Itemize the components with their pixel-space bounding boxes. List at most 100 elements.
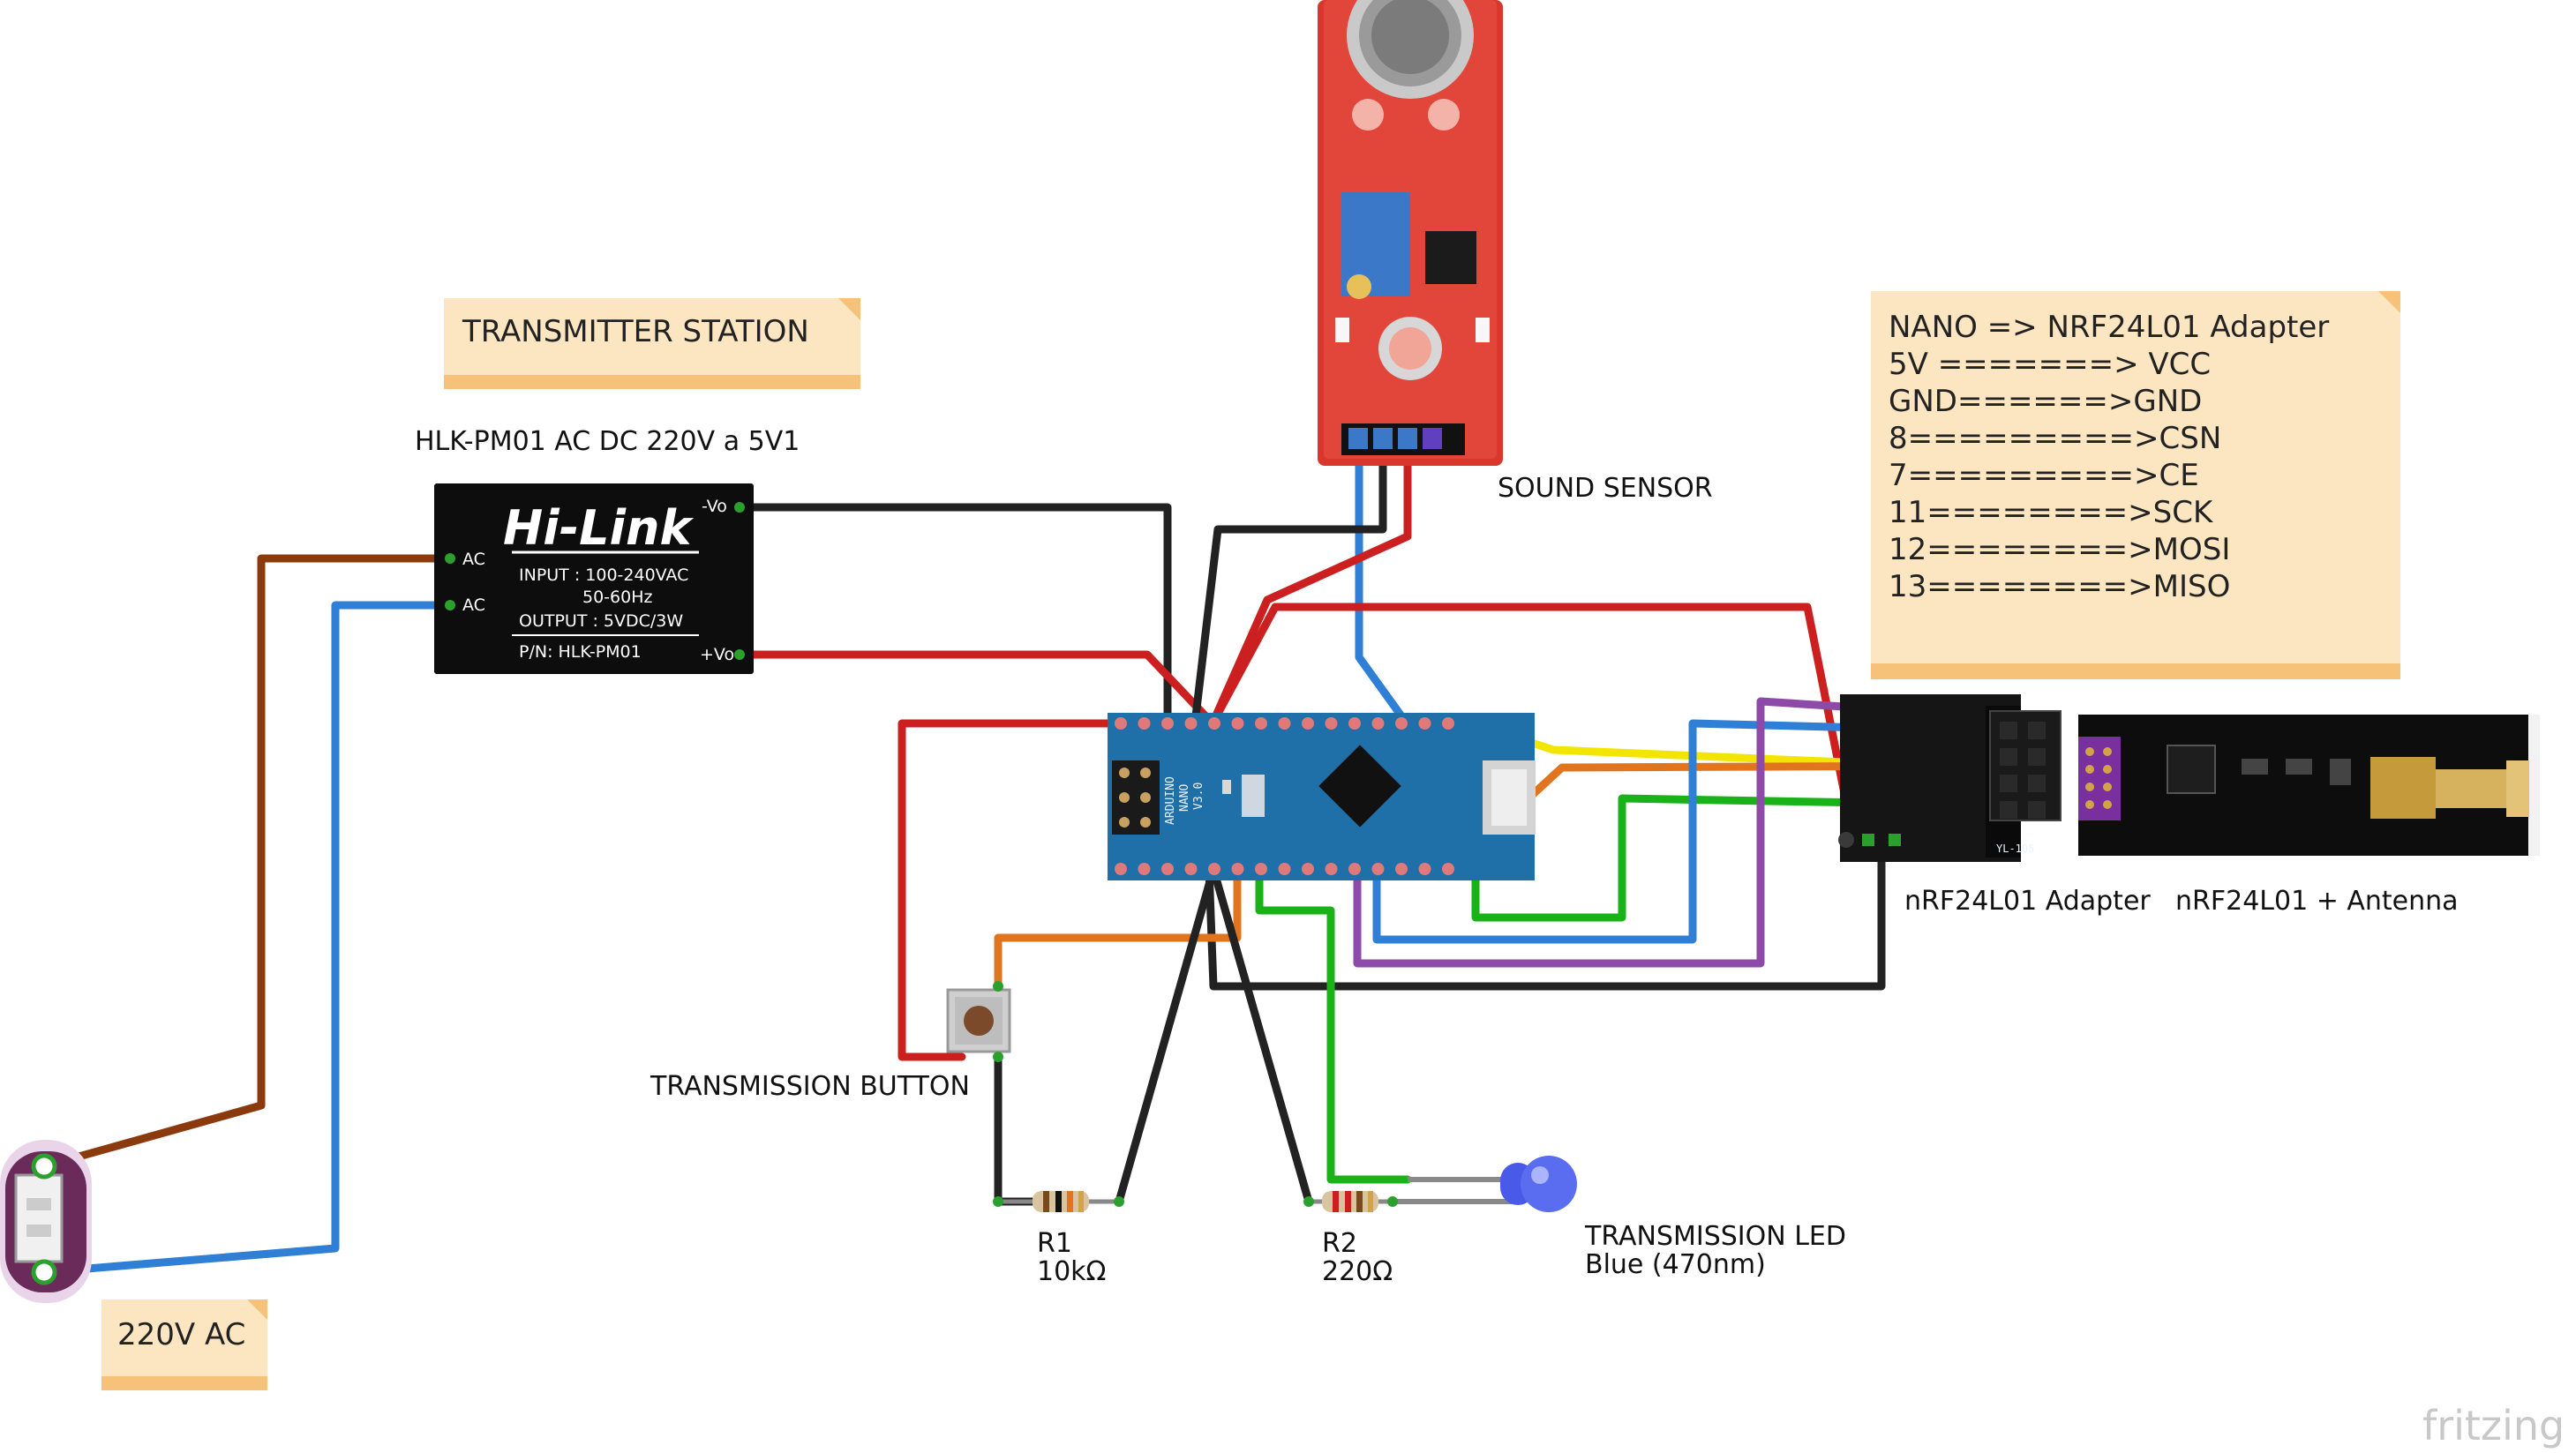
nano-pin[interactable] bbox=[1208, 717, 1220, 730]
nano-silk-1: ARDUINO bbox=[1164, 776, 1177, 825]
r1-name: R1 bbox=[1037, 1228, 1072, 1259]
pin-note-line-6: 12========>MOSI bbox=[1889, 532, 2230, 567]
wire-vo-minus-black[interactable] bbox=[735, 503, 1172, 728]
wire-green-mosi[interactable] bbox=[1471, 794, 1974, 922]
pin-ac2-label: AC bbox=[462, 595, 485, 615]
nano-pin[interactable] bbox=[1348, 863, 1361, 875]
nano-pin[interactable] bbox=[1255, 717, 1267, 730]
led-label: TRANSMISSION LED bbox=[1584, 1221, 1846, 1252]
led-lead-cathode bbox=[1393, 1187, 1515, 1204]
title-note: TRANSMITTER STATION bbox=[444, 298, 860, 389]
pin-note-line-0: NANO => NRF24L01 Adapter bbox=[1889, 310, 2329, 345]
r2-name: R2 bbox=[1322, 1228, 1357, 1259]
nrf24l01-adapter[interactable]: YL-105 nRF24L01 Adapter bbox=[1838, 694, 2151, 917]
wires bbox=[40, 432, 1974, 1277]
nano-pin[interactable] bbox=[1231, 717, 1244, 730]
arduino-nano[interactable]: ARDUINO NANO V3.0 bbox=[1108, 713, 1536, 880]
fritzing-watermark: fritzing bbox=[2422, 1402, 2565, 1449]
resistor-r1[interactable]: R1 10kΩ bbox=[993, 1191, 1124, 1287]
pin-note-line-2: GND======>GND bbox=[1889, 384, 2202, 419]
nano-pin[interactable] bbox=[1395, 863, 1408, 875]
hlk-pm01-module[interactable]: HLK-PM01 AC DC 220V a 5V1 Hi-Link INPUT … bbox=[415, 426, 800, 674]
pin-ac1-label: AC bbox=[462, 550, 485, 569]
pin-note-line-1: 5V =======> VCC bbox=[1889, 347, 2211, 382]
nano-pin[interactable] bbox=[1138, 863, 1151, 875]
led-sub: Blue (470nm) bbox=[1585, 1249, 1766, 1280]
nano-pin[interactable] bbox=[1115, 717, 1127, 730]
nano-bottom-pins bbox=[1115, 863, 1454, 875]
nano-pin[interactable] bbox=[1184, 717, 1198, 730]
sound-sensor-module[interactable]: SOUND SENSOR bbox=[1318, 0, 1713, 504]
nrf24l01-radio[interactable]: nRF24L01 + Antenna bbox=[2078, 715, 2540, 917]
nano-silk-2: NANO bbox=[1178, 784, 1191, 812]
adapter-label: nRF24L01 Adapter bbox=[1904, 886, 2151, 917]
power-module-freq: 50-60Hz bbox=[582, 588, 652, 607]
adapter-silk: YL-105 bbox=[1996, 843, 2034, 855]
power-module-brand: Hi-Link bbox=[503, 500, 694, 556]
nano-silk-3: V3.0 bbox=[1192, 783, 1205, 810]
nano-pin[interactable] bbox=[1371, 717, 1385, 730]
button-label: TRANSMISSION BUTTON bbox=[650, 1071, 970, 1102]
power-module-pn: P/N: HLK-PM01 bbox=[519, 642, 642, 662]
wire-vo-plus-red[interactable] bbox=[735, 650, 1217, 728]
title-note-text: TRANSMITTER STATION bbox=[462, 314, 809, 349]
nano-pin[interactable] bbox=[1348, 717, 1361, 730]
ac-plug[interactable] bbox=[0, 1140, 92, 1303]
wire-5v-adapter-red[interactable] bbox=[1208, 603, 1858, 843]
pin-vo-minus-label: -Vo bbox=[702, 497, 727, 516]
nano-pin[interactable] bbox=[1325, 717, 1338, 730]
wire-r1-gnd-black[interactable] bbox=[1115, 865, 1218, 1206]
transmission-led[interactable]: TRANSMISSION LED Blue (470nm) bbox=[1500, 1156, 1846, 1280]
radio-label: nRF24L01 + Antenna bbox=[2175, 886, 2459, 917]
wire-ac-blue[interactable] bbox=[40, 601, 454, 1277]
power-module-input: INPUT : 100-240VAC bbox=[519, 565, 688, 585]
nano-pin[interactable] bbox=[1371, 863, 1385, 875]
pin-note-line-5: 11========>SCK bbox=[1889, 495, 2214, 530]
wire-sensor-black[interactable] bbox=[1190, 432, 1387, 728]
nano-pin[interactable] bbox=[1278, 863, 1291, 875]
nano-pin[interactable] bbox=[1418, 863, 1431, 875]
nano-pin[interactable] bbox=[1302, 717, 1314, 730]
nano-pin[interactable] bbox=[1208, 863, 1220, 875]
nano-pin[interactable] bbox=[1161, 863, 1174, 875]
nano-pin[interactable] bbox=[1161, 717, 1174, 730]
resistor-r2[interactable]: R2 220Ω bbox=[1303, 1191, 1398, 1287]
wire-ac-brown[interactable] bbox=[40, 554, 454, 1171]
nano-pin[interactable] bbox=[1325, 863, 1338, 875]
ac-note-text: 220V AC bbox=[117, 1317, 245, 1352]
r1-value: 10kΩ bbox=[1037, 1256, 1106, 1287]
nano-pin[interactable] bbox=[1278, 717, 1291, 730]
pin-note: NANO => NRF24L01 Adapter 5V =======> VCC… bbox=[1871, 291, 2400, 679]
nano-pin[interactable] bbox=[1442, 717, 1454, 730]
nano-top-pins bbox=[1115, 717, 1454, 730]
nano-pin[interactable] bbox=[1184, 863, 1198, 875]
wire-purple[interactable] bbox=[1353, 697, 1974, 968]
nano-pin[interactable] bbox=[1115, 863, 1127, 875]
r2-value: 220Ω bbox=[1322, 1256, 1393, 1287]
nano-pin[interactable] bbox=[1442, 863, 1454, 875]
nano-pin[interactable] bbox=[1302, 863, 1314, 875]
nano-pin[interactable] bbox=[1395, 717, 1408, 730]
wire-button-orange[interactable] bbox=[994, 865, 1242, 1008]
wire-sensor-red[interactable] bbox=[1208, 432, 1412, 728]
wire-sensor-blue[interactable] bbox=[1355, 432, 1411, 728]
wire-led-green[interactable] bbox=[1255, 865, 1412, 1184]
transmission-button[interactable]: TRANSMISSION BUTTON bbox=[650, 981, 1011, 1102]
sound-sensor-label: SOUND SENSOR bbox=[1498, 473, 1713, 504]
nano-pin[interactable] bbox=[1255, 863, 1267, 875]
ac-note: 220V AC bbox=[101, 1299, 267, 1390]
pin-note-line-4: 7=========>CE bbox=[1889, 458, 2199, 493]
nano-pin[interactable] bbox=[1418, 717, 1431, 730]
nano-pin[interactable] bbox=[1231, 863, 1244, 875]
power-module-label: HLK-PM01 AC DC 220V a 5V1 bbox=[415, 426, 800, 457]
wire-ce-blue[interactable] bbox=[1372, 719, 1974, 944]
pin-note-line-7: 13========>MISO bbox=[1889, 569, 2230, 604]
wire-5v-button-red[interactable] bbox=[897, 719, 1217, 1061]
wire-button-r1-black[interactable] bbox=[994, 1052, 1041, 1206]
wire-r2-gnd-black[interactable] bbox=[1209, 865, 1313, 1206]
wire-gnd-adapter-black[interactable] bbox=[1205, 838, 1886, 991]
pin-note-line-3: 8=========>CSN bbox=[1889, 421, 2221, 456]
nano-pin[interactable] bbox=[1138, 717, 1151, 730]
power-module-output: OUTPUT : 5VDC/3W bbox=[519, 611, 683, 631]
